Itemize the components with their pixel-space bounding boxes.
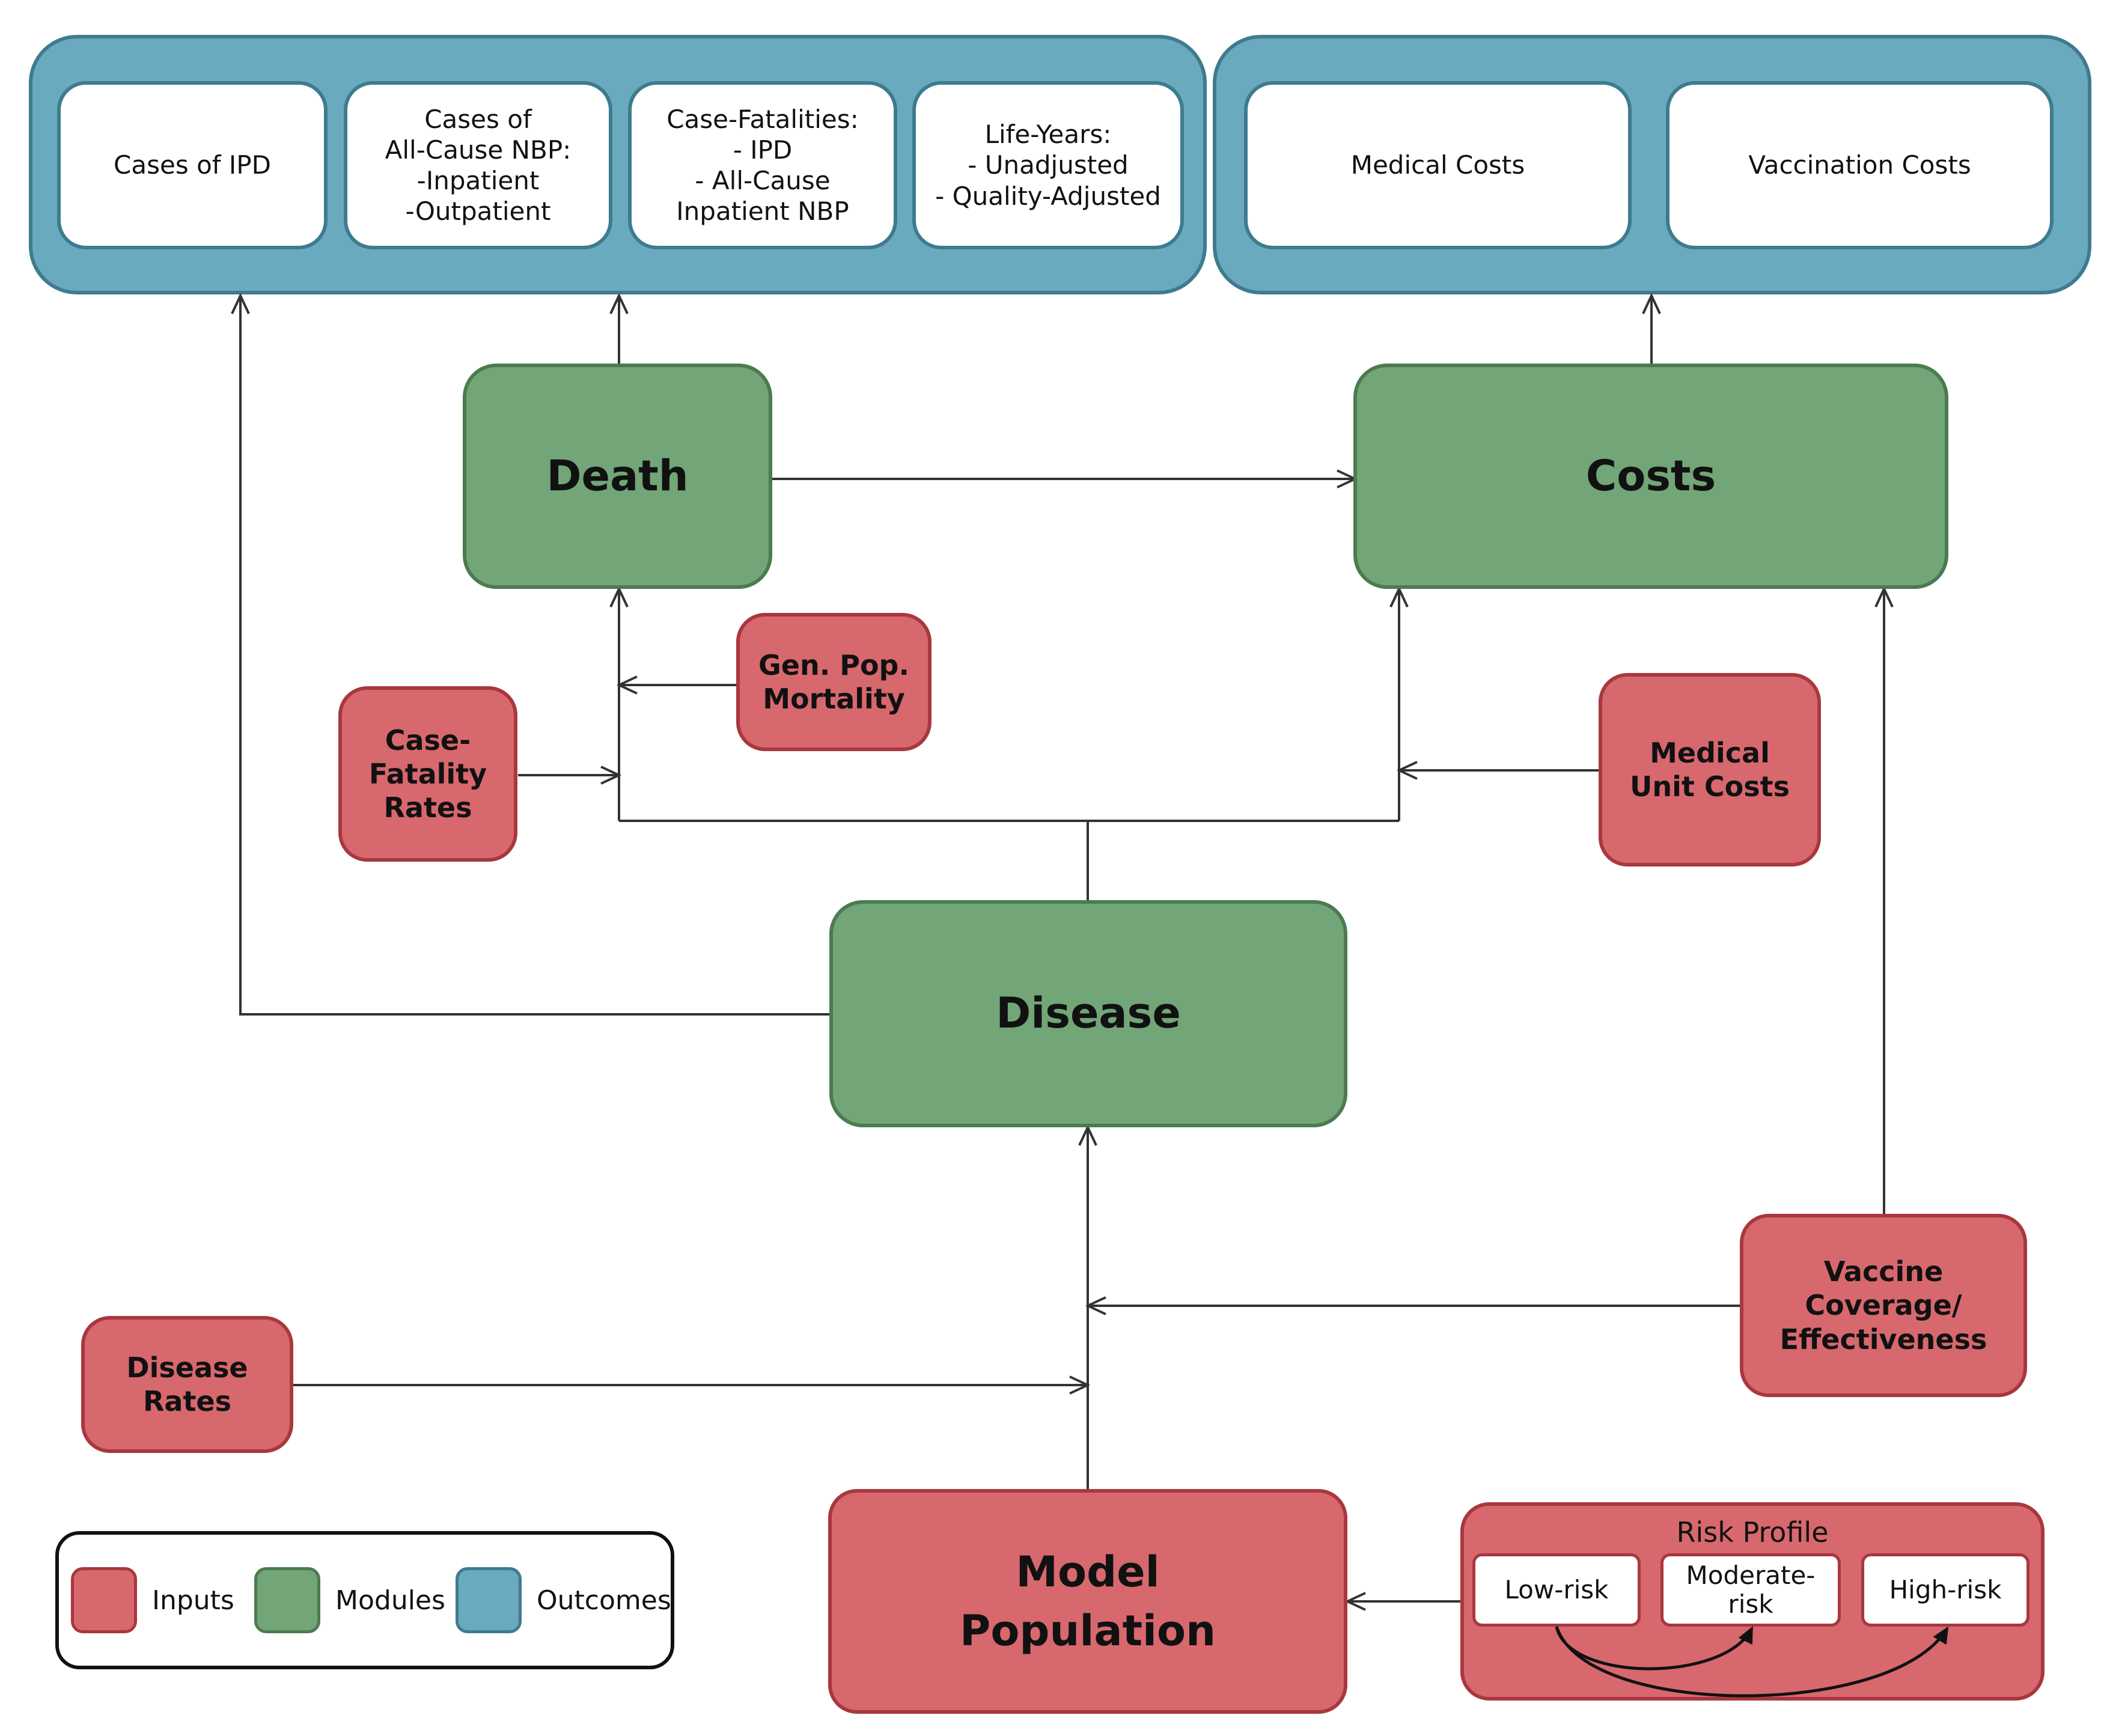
disease-branch-line: [619, 820, 1399, 900]
input-gen-pop-mortality: Gen. Pop. Mortality: [736, 613, 932, 751]
module-death: Death: [463, 364, 772, 589]
input-model-population: Model Population: [828, 1489, 1347, 1714]
outcome-life-years: Life-Years: - Unadjusted - Quality-Adjus…: [912, 81, 1184, 249]
input-disease-rates: Disease Rates: [81, 1316, 293, 1453]
risk-moderate: Moderate- risk: [1660, 1553, 1841, 1627]
outcome-case-fatalities: Case-Fatalities: - IPD - All-Cause Inpat…: [628, 81, 897, 249]
disease-to-cases-ipd-arrow: [240, 296, 831, 1016]
input-medical-unit-costs: Medical Unit Costs: [1599, 673, 1821, 866]
risk-low: Low-risk: [1472, 1553, 1641, 1627]
outcome-vaccination-costs: Vaccination Costs: [1666, 81, 2054, 249]
legend-outcomes-label: Outcomes: [537, 1585, 671, 1616]
input-case-fatality-rates: Case- Fatality Rates: [338, 686, 517, 862]
outcome-medical-costs: Medical Costs: [1244, 81, 1632, 249]
outcome-cases-ipd: Cases of IPD: [57, 81, 328, 249]
module-costs: Costs: [1353, 364, 1948, 589]
risk-profile-title: Risk Profile: [1676, 1516, 1829, 1549]
risk-high: High-risk: [1861, 1553, 2029, 1627]
legend-modules-swatch: [254, 1567, 320, 1633]
module-disease: Disease: [829, 900, 1347, 1127]
low-to-high-arrow: [1555, 1626, 1949, 1698]
legend-modules-label: Modules: [335, 1585, 445, 1616]
legend: Inputs Modules Outcomes: [55, 1531, 674, 1669]
legend-inputs-label: Inputs: [152, 1585, 234, 1616]
outcome-cases-nbp: Cases of All-Cause NBP: -Inpatient -Outp…: [344, 81, 612, 249]
legend-inputs-swatch: [71, 1567, 137, 1633]
input-vaccine-coverage-effectiveness: Vaccine Coverage/ Effectiveness: [1740, 1214, 2027, 1397]
legend-outcomes-swatch: [456, 1567, 522, 1633]
